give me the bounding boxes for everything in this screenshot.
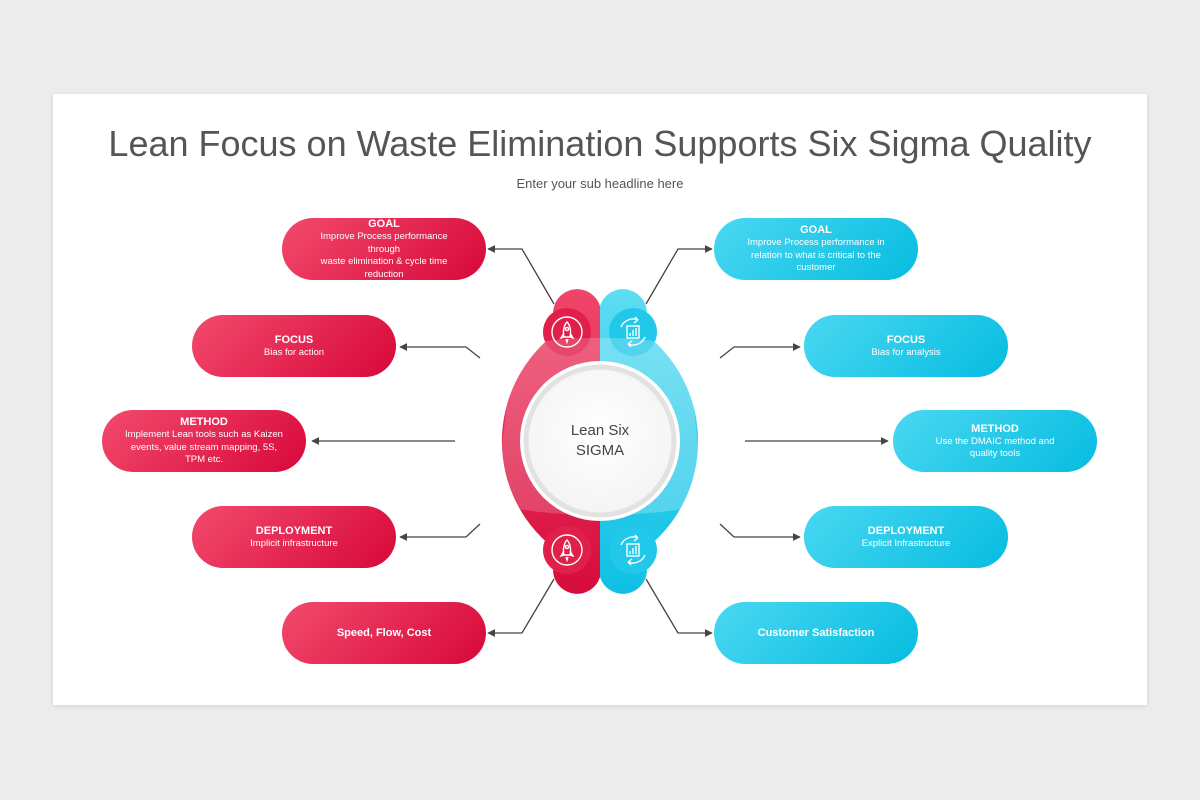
card-body-line: Bias for action [263, 346, 325, 358]
card-body-line: Customer Satisfaction [757, 626, 875, 639]
sigma-result-card: Customer Satisfaction [714, 602, 918, 664]
sigma-method-card: METHOD Use the DMAIC method and quality … [893, 410, 1097, 472]
card-body-line: customer [796, 262, 836, 274]
rocket-icon [551, 534, 583, 566]
cycle-chart-icon [620, 534, 646, 566]
connector-lean-focus [399, 343, 481, 359]
sigma-arc-label: Six Sigma [698, 405, 715, 477]
card-heading: DEPLOYMENT [867, 524, 945, 537]
card-body-line: Explicit Infrastructure [861, 537, 951, 549]
center-label-line2: SIGMA [575, 442, 625, 459]
card-heading: FOCUS [886, 333, 926, 346]
connector-lean-result [487, 578, 555, 637]
lean-focus-card: FOCUS Bias for action [192, 315, 396, 377]
sigma-focus-card: FOCUS Bias for analysis [804, 315, 1008, 377]
card-body-line: reduction [364, 268, 404, 280]
lean-connectors [311, 245, 555, 637]
card-heading: DEPLOYMENT [255, 524, 333, 537]
lean-arc-label: Lean [484, 423, 501, 459]
center-label-line1: Lean Six [570, 422, 630, 439]
card-body-line: Use the DMAIC method and [935, 435, 1055, 447]
connector-lean-deployment [399, 523, 481, 541]
connector-sigma-result [645, 578, 713, 637]
card-body-line: waste elimination & cycle time [320, 256, 448, 267]
page-subtitle: Enter your sub headline here [516, 176, 684, 191]
lean-result-card: Speed, Flow, Cost [282, 602, 486, 664]
page-title: Lean Focus on Waste Elimination Supports… [108, 123, 1092, 164]
card-body-line: Improve Process performance in [747, 237, 885, 249]
connector-lean-goal [487, 245, 555, 305]
lean-method-card: METHOD Implement Lean tools such as Kaiz… [102, 410, 306, 472]
sigma-connectors [645, 245, 889, 637]
card-heading: METHOD [180, 416, 228, 429]
card-body-line: Implement Lean tools such as Kaizen [125, 429, 283, 441]
connector-sigma-deployment [719, 523, 801, 541]
sigma-deployment-card: DEPLOYMENT Explicit Infrastructure [804, 506, 1008, 568]
cycle-chart-icon [620, 316, 646, 348]
connector-sigma-focus [719, 343, 801, 359]
card-heading: GOAL [368, 218, 400, 230]
card-body-line: Improve Process performance through [320, 231, 448, 255]
rocket-icon [551, 316, 583, 348]
connector-sigma-goal [645, 245, 713, 305]
card-heading: METHOD [971, 422, 1019, 435]
card-body-line: Implicit infrastructure [250, 537, 338, 549]
card-body-line: quality tools [969, 448, 1021, 459]
lean-goal-card: GOAL Improve Process performance through… [282, 218, 486, 280]
card-body-line: relation to what is critical to the [751, 249, 881, 261]
sigma-goal-card: GOAL Improve Process performance in rela… [714, 218, 918, 280]
card-body-line: events, value stream mapping, 5S, [130, 441, 278, 453]
card-body-line: TPM etc. [184, 454, 223, 466]
card-body-line: Speed, Flow, Cost [336, 626, 432, 639]
card-heading: FOCUS [274, 333, 314, 346]
center-label: Lean Six SIGMA [540, 421, 660, 461]
card-body-line: Bias for analysis [871, 346, 941, 358]
lean-deployment-card: DEPLOYMENT Implicit infrastructure [192, 506, 396, 568]
card-heading: GOAL [800, 224, 832, 237]
